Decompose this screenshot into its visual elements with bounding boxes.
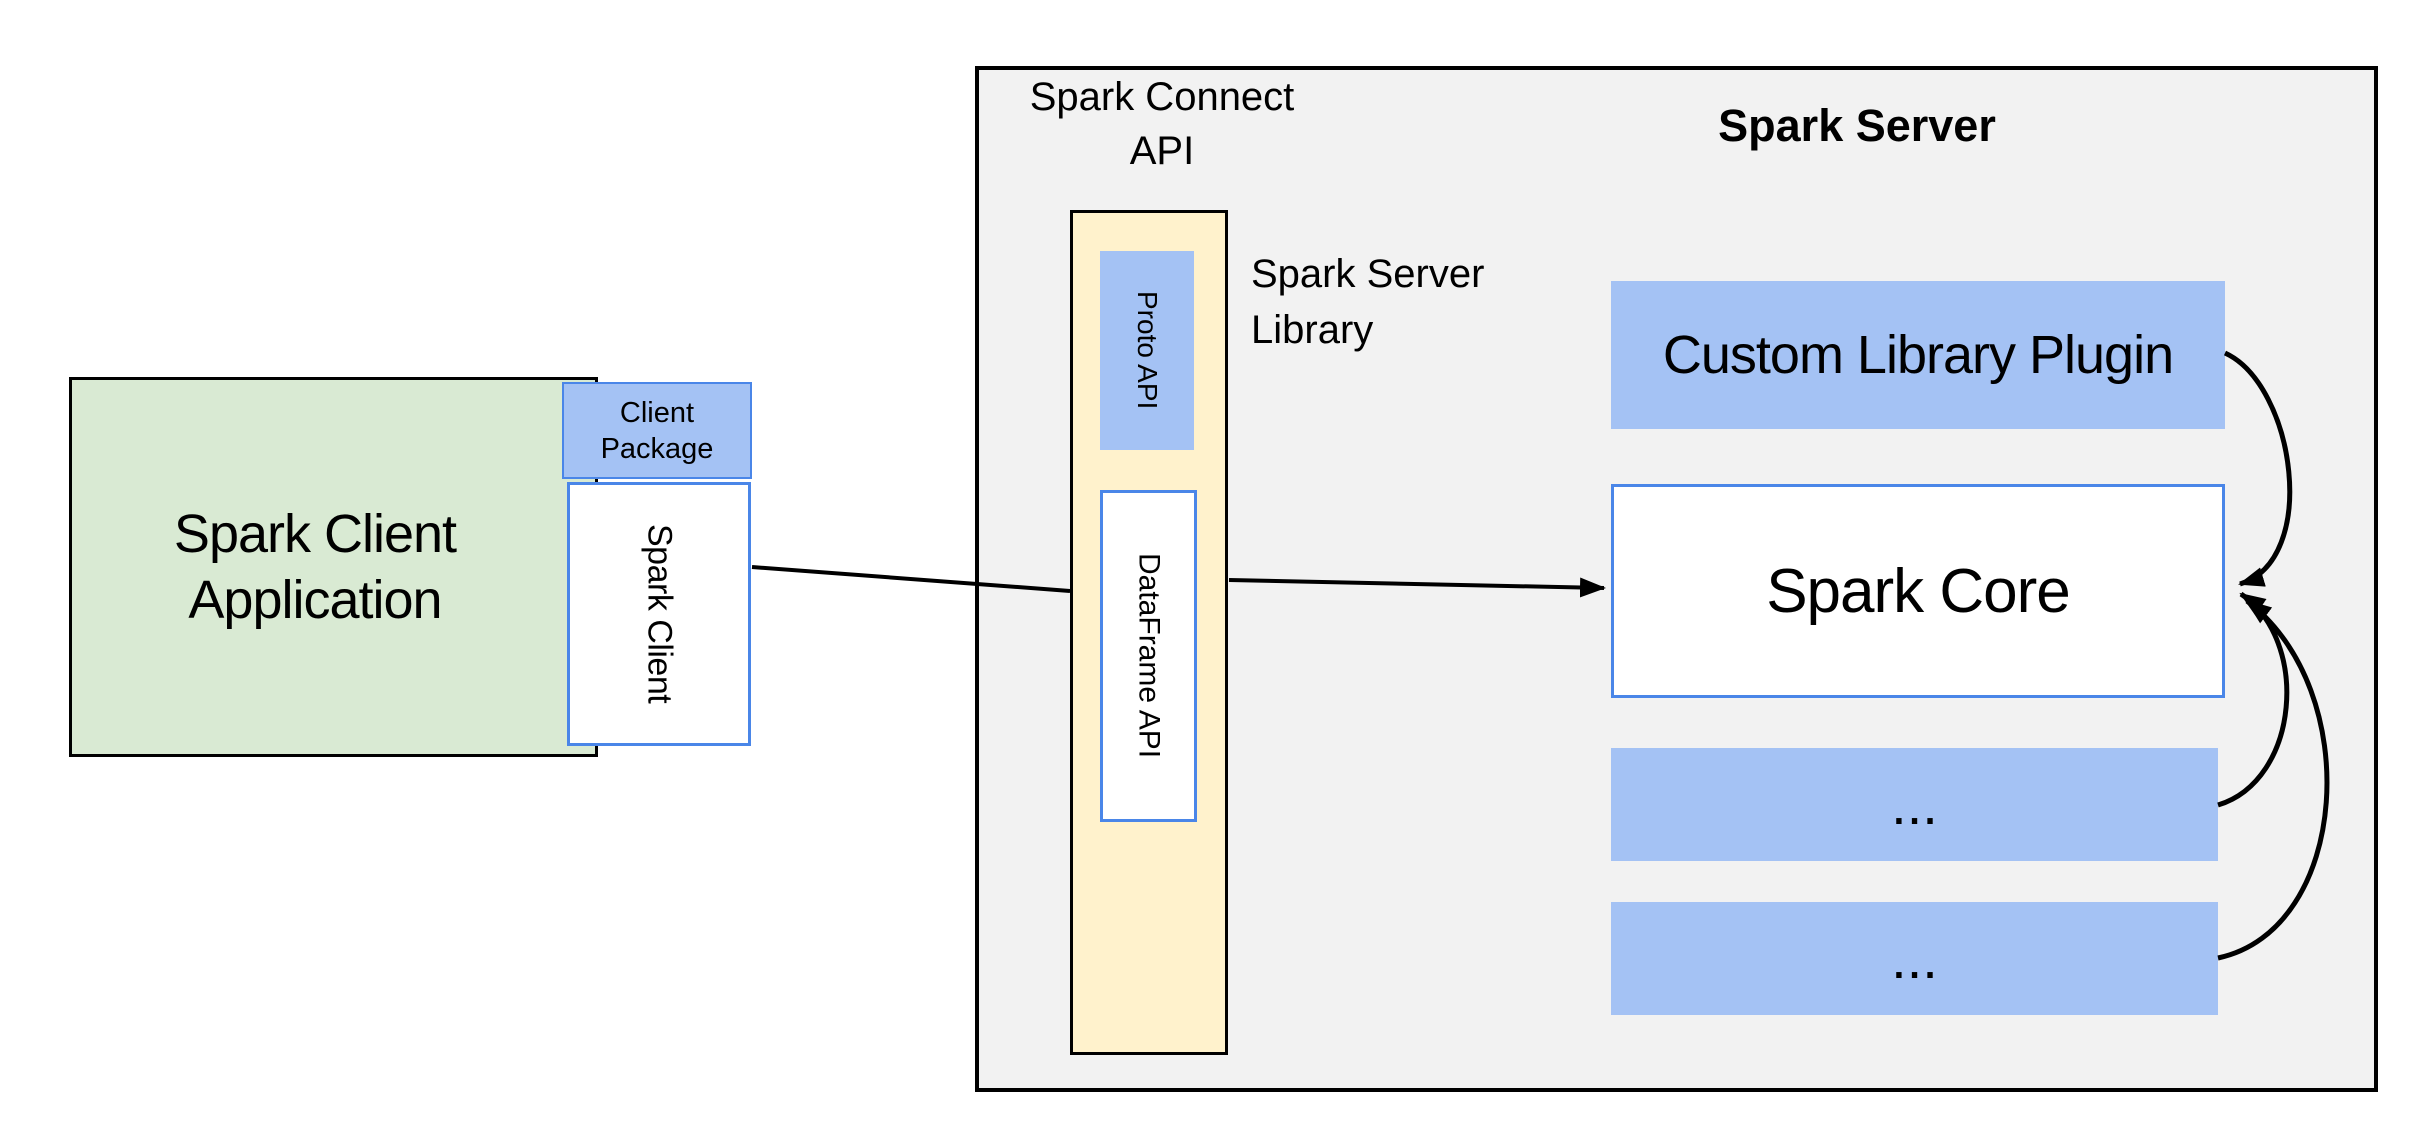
spark-client-box: Spark Client xyxy=(567,482,751,746)
spark-server-title: Spark Server xyxy=(1718,100,1996,151)
proto-api-label: Proto API xyxy=(1132,291,1163,410)
extra-plugin-box-1: ... xyxy=(1611,748,2218,861)
custom-library-plugin-box: Custom Library Plugin xyxy=(1611,281,2225,429)
extra-plugin-box-2: ... xyxy=(1611,902,2218,1015)
spark-connect-api-title: Spark Connect API xyxy=(1029,75,1295,173)
proto-api-box: Proto API xyxy=(1100,251,1194,450)
spark-core-box: Spark Core xyxy=(1611,484,2225,698)
spark-client-application-box xyxy=(69,377,598,757)
client-package-box: Client Package xyxy=(562,382,752,479)
spark-client-application-label: Spark Client Application xyxy=(173,504,457,630)
dataframe-api-box: DataFrame API xyxy=(1100,490,1197,822)
spark-client-label: Spark Client xyxy=(640,524,679,704)
spark-server-library-caption: Spark Server Library xyxy=(1251,252,1485,352)
dataframe-api-label: DataFrame API xyxy=(1132,553,1166,759)
